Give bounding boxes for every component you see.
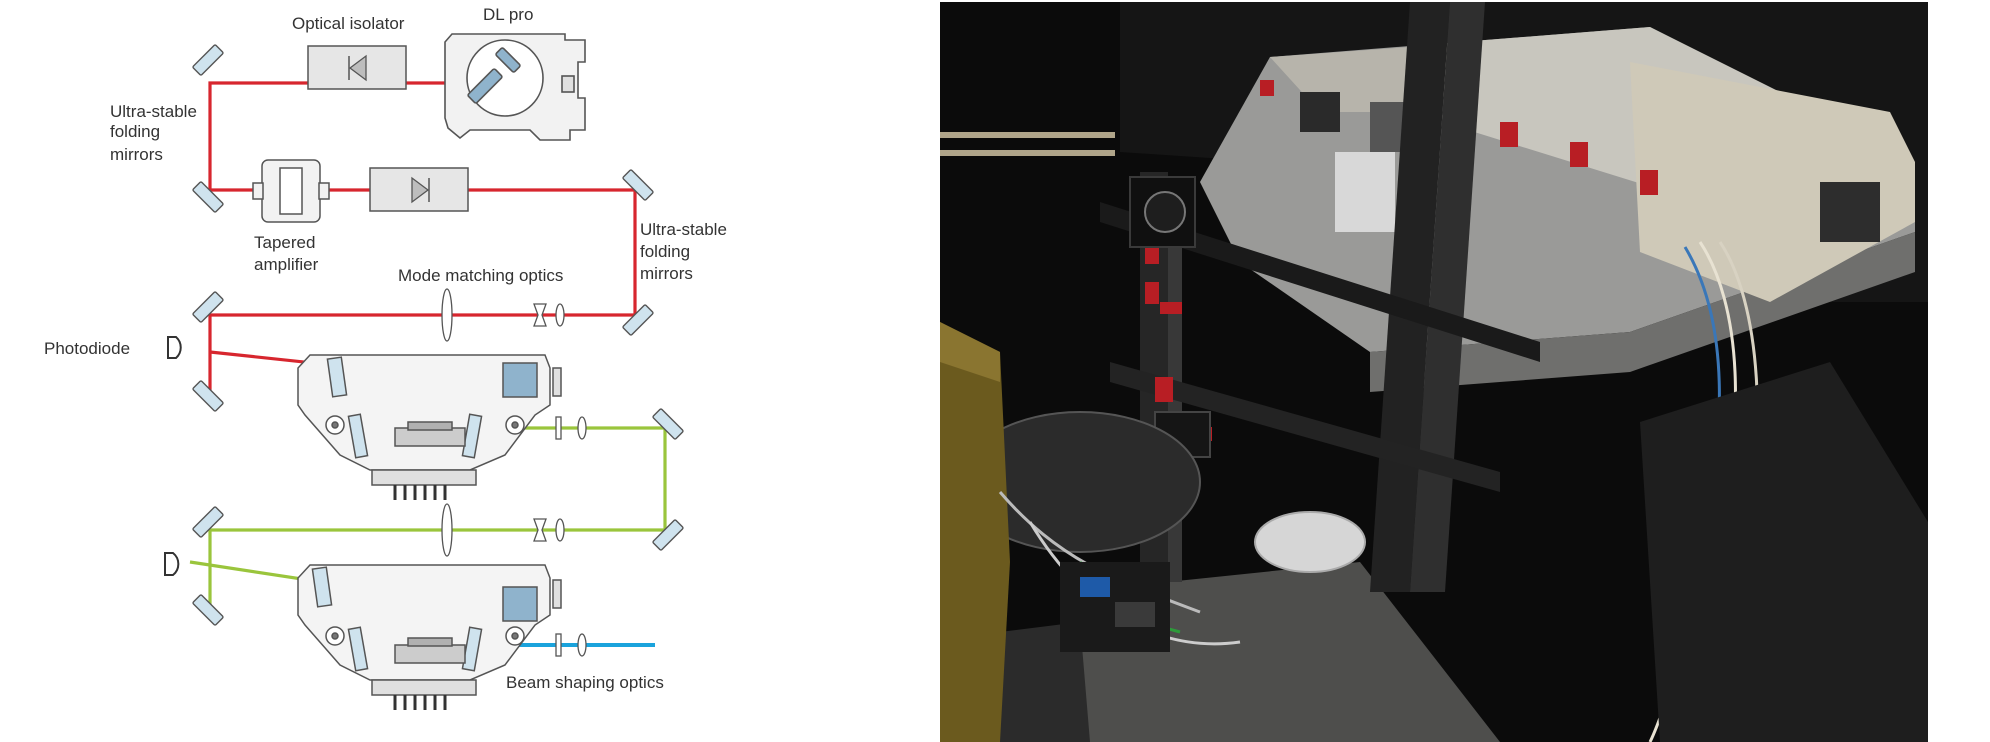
dl-pro-laser [444,33,586,141]
folding-mirror-left-8 [191,593,225,627]
photo-right-panel [1640,362,1928,742]
photo-rails [940,2,1540,592]
mode-matching-optics-middle [441,416,587,557]
photo-electronics-board [1060,562,1170,652]
label-ultra-stable-top-2: folding [110,122,160,141]
folding-mirror-left-3 [191,290,225,324]
folding-mirror-left-7 [191,505,225,539]
label-photodiode: Photodiode [44,339,130,358]
folding-mirror-mid-left [191,180,225,214]
label-ultra-stable-right-1: Ultra-stable [640,220,727,239]
label-beam-shaping-optics: Beam shaping optics [506,673,664,692]
folding-mirror-left-4 [191,379,225,413]
label-mode-matching-optics: Mode matching optics [398,266,563,285]
folding-mirror-right-6 [651,518,685,552]
label-ultra-stable-right-3: mirrors [640,264,693,283]
label-ultra-stable-top-1: Ultra-stable [110,102,197,121]
optical-setup-diagram: Optical isolator DL pro Ultra-stable fol… [0,0,930,742]
mode-matching-optics-upper [441,288,565,342]
optical-isolator-second [369,167,469,212]
cavity-module-lower [297,564,562,710]
laboratory-photo [940,2,1928,742]
label-ultra-stable-right-2: folding [640,242,690,261]
photo-optics-components [1260,80,1880,242]
folding-mirror-top-left [191,43,225,77]
tapered-amplifier [252,159,330,223]
folding-mirror-right-lower [621,303,655,337]
photo-side-enclosure [940,322,1010,742]
label-optical-isolator: Optical isolator [292,14,405,33]
beam-shaping-optics [555,633,587,657]
folding-mirror-right-upper [621,168,655,202]
label-ultra-stable-top-3: mirrors [110,145,163,164]
optical-isolator [307,45,407,90]
label-tapered-2: amplifier [254,255,319,274]
photodiode-upper [167,336,182,359]
photodiode-lower [164,552,180,576]
label-tapered-1: Tapered [254,233,315,252]
cavity-module-upper [297,354,562,500]
folding-mirror-right-5 [651,407,685,441]
label-dl-pro: DL pro [483,5,533,24]
